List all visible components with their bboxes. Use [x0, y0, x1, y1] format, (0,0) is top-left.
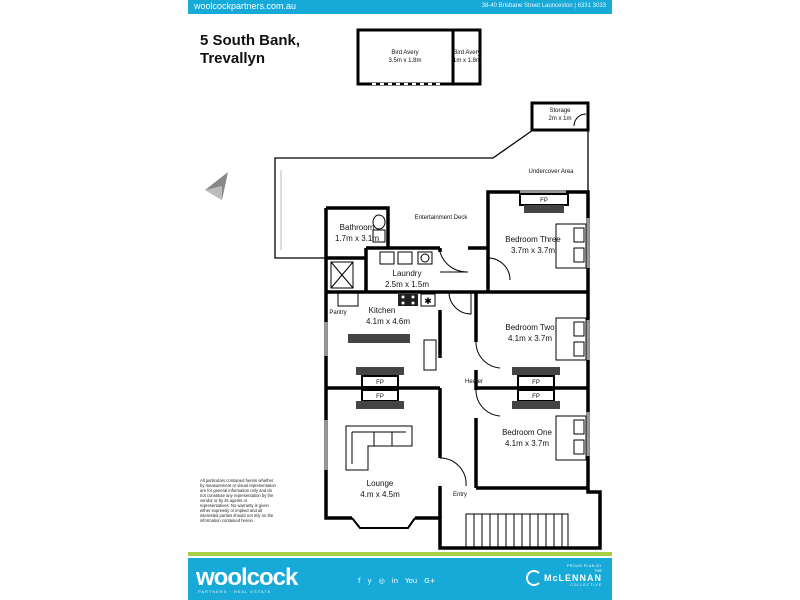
hearth: [356, 367, 404, 375]
bed-icon: [555, 415, 587, 461]
mclennan-mark-icon: [526, 570, 542, 586]
entry-label: Entry: [453, 492, 467, 498]
lounge-label: Lounge: [367, 479, 394, 488]
brand-tagline: PARTNERS · REAL ESTATE: [198, 589, 272, 594]
bathroom-label: Bathroom: [340, 223, 375, 232]
bedroom-two-size: 4.1m x 3.7m: [508, 334, 552, 343]
bedroom-three-label: Bedroom Three: [505, 235, 561, 244]
storage-size: 2m x 1m: [548, 116, 571, 122]
bird-avery-2-label: Bird Avery: [453, 50, 480, 56]
twitter-icon[interactable]: y: [367, 577, 372, 585]
agency-address: 38-40 Brisbane Street Launceston | 6331 …: [481, 3, 606, 9]
mclennan-logo: PROUD PLAN BY THE McLENNAN COLLECTIVE: [526, 564, 602, 587]
kitchen-label: Kitchen: [369, 306, 396, 315]
bed-icon: [555, 223, 587, 269]
storage-label: Storage: [549, 108, 571, 114]
property-street: 5 South Bank,: [200, 32, 301, 49]
kitchen-size: 4.1m x 4.6m: [366, 317, 410, 326]
facebook-icon[interactable]: f: [358, 577, 361, 585]
fireplace-label: FP: [532, 394, 540, 400]
undercover-label: Undercover Area: [528, 169, 574, 175]
footer: woolcock PARTNERS · REAL ESTATE f y ◎ in…: [188, 558, 612, 600]
bedroom-two-label: Bedroom Two: [505, 323, 555, 332]
fireplace-icon: [361, 375, 399, 388]
laundry-label: Laundry: [393, 269, 422, 278]
entertainment-label: Entertainment Deck: [415, 215, 469, 221]
bathroom-size: 1.7m x 3.1m: [335, 234, 379, 243]
hearth: [524, 205, 564, 213]
bed-icon: [555, 317, 587, 361]
linkedin-icon[interactable]: in: [391, 577, 399, 585]
brand-logo[interactable]: woolcock: [196, 564, 298, 591]
svg-text:✱: ✱: [424, 297, 432, 307]
storage-room: [530, 101, 590, 132]
sofa-icon: [345, 425, 413, 471]
hearth: [356, 401, 404, 409]
bedroom-three-size: 3.7m x 3.7m: [511, 246, 555, 255]
website-link[interactable]: woolcockpartners.com.au: [194, 1, 297, 11]
google-plus-icon[interactable]: G+: [424, 577, 436, 585]
green-divider: [188, 552, 612, 556]
bathroom-fixtures: [330, 214, 386, 289]
fireplace-label: FP: [376, 380, 384, 386]
compass-icon: [205, 172, 228, 200]
collective-label: COLLECTIVE: [570, 583, 602, 587]
group-name: McLENNAN: [543, 573, 602, 583]
disclaimer: All particulars contained herein whether…: [200, 478, 276, 523]
hearth: [512, 401, 560, 409]
windows: [324, 190, 590, 470]
the-label: THE: [594, 568, 602, 573]
youtube-icon[interactable]: You: [405, 577, 418, 585]
door-swings: [439, 113, 587, 487]
proud-label: PROUD PLAN BY: [567, 564, 602, 568]
bedroom-one-label: Bedroom One: [502, 428, 552, 437]
kitchen-fixtures: ✱: [337, 291, 437, 371]
fireplace-icon: [517, 375, 555, 388]
laundry-size: 2.5m x 1.5m: [385, 280, 429, 289]
property-title: 5 South Bank, Trevallyn: [200, 32, 300, 68]
top-bar: woolcockpartners.com.au 38-40 Brisbane S…: [188, 0, 612, 14]
bay-window: [351, 517, 416, 529]
deck-outline: [274, 129, 534, 259]
fireplace-label: FP: [540, 198, 548, 204]
social-links: f y ◎ in You G+: [358, 577, 436, 585]
bird-avery-1-label: Bird Avery: [391, 50, 418, 56]
bird-avery-2-size: 1m x 1.8m: [453, 58, 481, 64]
bedroom-one-size: 4.1m x 3.7m: [505, 439, 549, 448]
stairs: [465, 513, 569, 549]
pantry-label: Pantry: [329, 310, 346, 316]
bird-avery-1-size: 3.5m x 1.8m: [388, 58, 421, 64]
lounge-size: 4.m x 4.5m: [360, 490, 400, 499]
hearth: [512, 367, 560, 375]
property-suburb: Trevallyn: [200, 50, 266, 67]
fireplace-label: FP: [532, 380, 540, 386]
laundry-fixtures: [379, 251, 433, 265]
instagram-icon[interactable]: ◎: [378, 577, 385, 585]
bird-avery-block: [356, 28, 482, 86]
fireplace-label: FP: [376, 394, 384, 400]
heater-label: Heater: [465, 379, 483, 385]
